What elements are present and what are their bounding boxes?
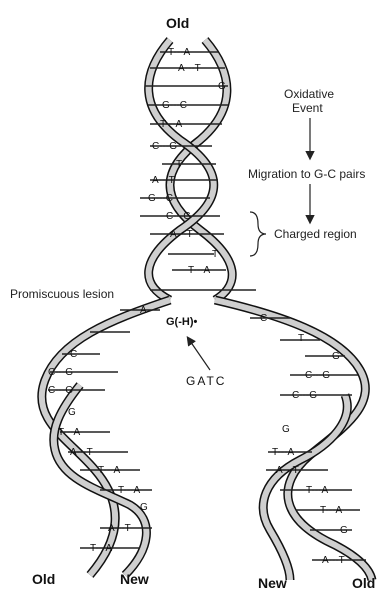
base-pair-top-13: T---A xyxy=(188,265,211,276)
base-pair-top-8: A---T xyxy=(152,175,175,186)
label-old-top: Old xyxy=(166,15,189,31)
base-letters: T---A A---T G G---C T---A C---G T A---T … xyxy=(48,47,348,566)
lesion-base-label: G(-H)• xyxy=(166,316,197,328)
base-left-4: C---G xyxy=(48,385,73,396)
base-right-4: C---G xyxy=(305,370,330,381)
base-left-7: A---T xyxy=(70,447,93,458)
arrow-gatc-to-lesion xyxy=(186,336,211,371)
label-new-bottom-left: New xyxy=(120,571,149,587)
base-pair-top-6: C---G xyxy=(152,141,177,152)
charged-region-bracket xyxy=(249,211,267,257)
annotation-promiscuous-lesion: Promiscuous lesion xyxy=(10,287,114,301)
base-left-6: T---A xyxy=(58,427,81,438)
base-pair-top-10: C---G xyxy=(166,211,191,222)
base-left-2: C xyxy=(70,349,77,360)
label-new-bottom-right: New xyxy=(258,575,287,591)
base-pair-top-1: T---A xyxy=(168,47,191,58)
base-pair-top-12: T xyxy=(212,249,218,260)
base-left-12: T---A xyxy=(90,543,113,554)
base-pair-top-2: A---T xyxy=(178,63,201,74)
base-pair-top-4: G---C xyxy=(162,100,187,111)
label-old-bottom-right: Old xyxy=(352,575,375,591)
annotation-oxidative-line1: Oxidative xyxy=(284,87,334,101)
base-right-12: A---T xyxy=(322,555,345,566)
annotation-migration: Migration to G-C pairs xyxy=(248,167,365,181)
left-daughter-helix xyxy=(37,295,172,579)
base-pair-top-5: T---A xyxy=(160,119,183,130)
base-right-6: G xyxy=(282,424,290,435)
base-right-8: A---T xyxy=(276,465,299,476)
base-pair-top-11: A---T xyxy=(170,229,193,240)
base-left-11: A---T xyxy=(108,523,131,534)
base-left-3: C---G xyxy=(48,367,73,378)
base-pair-top-3: G xyxy=(218,81,226,92)
base-pair-top-7: T xyxy=(176,159,182,170)
base-right-1: C xyxy=(260,313,267,324)
label-old-bottom-left: Old xyxy=(32,571,55,587)
right-daughter-helix xyxy=(213,295,377,582)
parental-strand-b xyxy=(144,37,219,305)
base-left-8: T---A xyxy=(98,465,121,476)
annotation-oxidative-line2: Event xyxy=(292,101,323,115)
base-left-5: G xyxy=(68,407,76,418)
base-right-9: T---A xyxy=(306,485,329,496)
base-right-5: C---G xyxy=(292,390,317,401)
base-right-7: T---A xyxy=(272,447,295,458)
base-right-11: G xyxy=(340,525,348,536)
base-left-1: A xyxy=(140,305,147,316)
base-right-3: G xyxy=(332,351,340,362)
annotation-gatc: GATC xyxy=(186,374,226,388)
annotation-charged-region: Charged region xyxy=(274,227,357,241)
base-left-10: G xyxy=(140,502,148,513)
right-old-strand xyxy=(213,295,377,582)
base-right-10: T---A xyxy=(320,505,343,516)
base-right-2: T xyxy=(298,333,304,344)
base-pair-rungs xyxy=(48,51,366,561)
parental-helix xyxy=(144,37,237,305)
base-pair-top-9: G---C xyxy=(148,193,173,204)
base-left-9: T---A xyxy=(118,485,141,496)
